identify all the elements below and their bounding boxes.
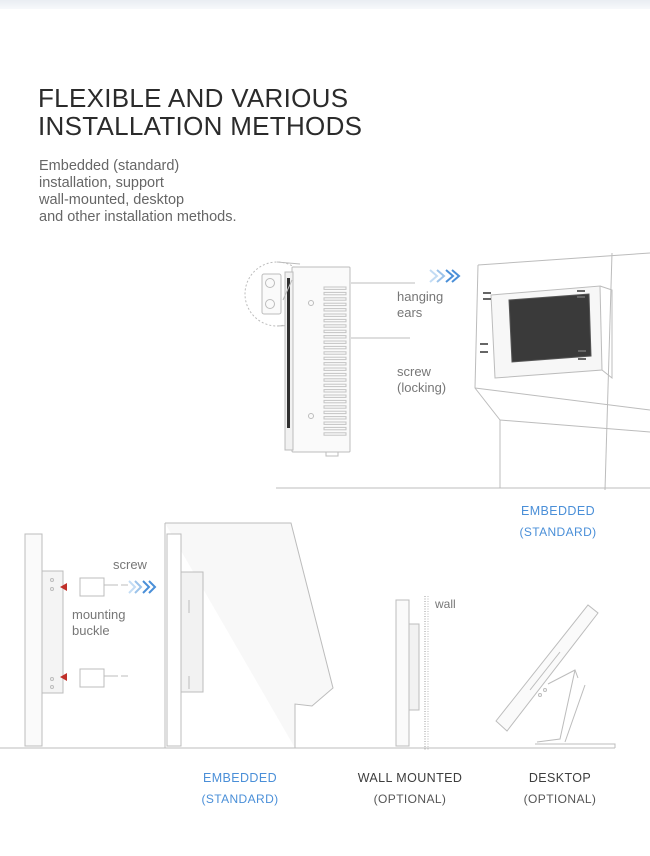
caption-desktop: DESKTOP (OPTIONAL) [500, 768, 620, 810]
caption-wall-mounted-sub: (OPTIONAL) [373, 792, 447, 806]
vent-slot [323, 286, 347, 290]
caption-embedded-title: EMBEDDED [202, 771, 278, 785]
vent-slot [323, 405, 347, 409]
vent-slot [323, 324, 347, 328]
vent-slot [323, 432, 347, 436]
screw-label: screw [113, 557, 147, 572]
caption-embedded-sub: (STANDARD) [201, 792, 279, 806]
vent-slot [323, 302, 347, 307]
intro-line-4: and other installation methods. [39, 209, 237, 225]
buckle-label-line-1: mounting [72, 607, 126, 622]
vent-slot [323, 367, 347, 371]
vent-slot [323, 394, 347, 398]
vent-slot [323, 362, 347, 366]
intro-line-1: Embedded (standard) [39, 158, 180, 174]
screw-locking-label-line-1: screw [397, 364, 431, 379]
vent-slot [323, 383, 347, 388]
vent-slot [323, 345, 347, 350]
intro-line-2: installation, support [39, 175, 164, 191]
vent-slot [323, 389, 347, 393]
embedded-display [490, 285, 613, 380]
top-embedded-caption: EMBEDDED (STANDARD) [498, 501, 618, 543]
vent-slot [323, 378, 347, 382]
vent-slot [323, 426, 347, 431]
hanging-ears-label-line-1: hanging [397, 289, 444, 304]
vent-slot [323, 399, 347, 404]
vent-slot [323, 351, 347, 355]
hanging-ears-label-line-2: ears [397, 305, 423, 320]
screw-locking-label-line-2: (locking) [397, 380, 447, 395]
vent-slot [323, 329, 347, 334]
hanging-ears-label: hanging ears [397, 289, 443, 321]
caption-desktop-title: DESKTOP [528, 771, 592, 785]
vent-slot [323, 335, 347, 339]
vent-slot [323, 416, 347, 420]
top-divider-bar [0, 0, 650, 9]
detail-zoom-circle [244, 261, 310, 327]
vent-slot [323, 308, 347, 312]
mounting-buckle-label: mounting buckle [72, 607, 125, 639]
intro-text: Embedded (standard) installation, suppor… [39, 158, 237, 226]
vent-slot [323, 340, 347, 344]
top-caption-sub: (STANDARD) [519, 525, 597, 539]
chevron-arrows-icon [429, 269, 461, 283]
caption-wall-mounted-title: WALL MOUNTED [357, 771, 463, 785]
vent-slot [323, 410, 347, 415]
title-line-1: FLEXIBLE AND VARIOUS [38, 83, 349, 113]
kiosk-cabinet [276, 252, 650, 491]
screw-locking-label: screw (locking) [397, 364, 446, 396]
caption-wall-mounted: WALL MOUNTED (OPTIONAL) [340, 768, 480, 810]
buckle-label-line-2: buckle [72, 623, 110, 638]
vent-slot [323, 291, 347, 296]
title-line-2: INSTALLATION METHODS [38, 111, 363, 141]
vent-slot [323, 318, 347, 323]
vent-slot [323, 372, 347, 377]
vent-slot [323, 356, 347, 361]
vent-slot [323, 297, 347, 301]
embedded-side-view [164, 522, 334, 748]
caption-desktop-sub: (OPTIONAL) [523, 792, 597, 806]
vent-slot [323, 313, 347, 317]
intro-line-3: wall-mounted, desktop [39, 192, 185, 208]
desktop-stand-side-view [495, 604, 616, 748]
vent-slots [323, 286, 347, 436]
wall-label: wall [435, 597, 456, 611]
caption-embedded: EMBEDDED (STANDARD) [180, 768, 300, 810]
wall-mounted-side-view [395, 596, 429, 750]
page-title: FLEXIBLE AND VARIOUS INSTALLATION METHOD… [38, 84, 362, 140]
vent-slot [323, 421, 347, 425]
top-caption-title: EMBEDDED [520, 504, 596, 518]
side-view-device [282, 266, 351, 453]
